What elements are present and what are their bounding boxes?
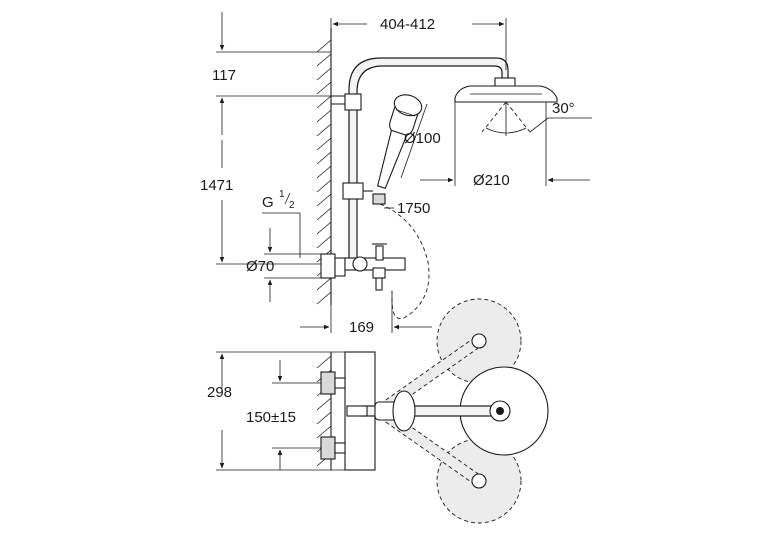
front-view: 404-412 117 1471 G 1 2 <box>200 12 592 336</box>
dim-connection-spacing: 150±15 <box>246 360 321 470</box>
label-outlet-diameter: Ø70 <box>246 258 274 275</box>
label-connection-spacing: 150±15 <box>246 409 296 426</box>
dim-top-gap: 117 <box>212 12 331 135</box>
label-hand-shower-diameter: Ø100 <box>404 130 441 147</box>
label-spout-projection: 169 <box>349 319 374 336</box>
dim-hose-length: 1750 <box>384 200 430 217</box>
label-mixer-height: 298 <box>207 384 232 401</box>
hand-shower <box>372 94 423 205</box>
label-pipe-height: 1471 <box>200 177 233 194</box>
label-head-offset: 404-412 <box>380 16 435 33</box>
dim-head-offset: 404-412 <box>330 16 507 70</box>
dim-spray-angle: 30° <box>529 100 592 133</box>
label-thread-den: 2 <box>289 200 295 211</box>
wall-bracket-upper <box>344 93 362 111</box>
dim-thread: G 1 2 <box>262 189 301 258</box>
label-hose-length: 1750 <box>397 200 430 217</box>
dim-mixer-height: 298 <box>207 351 345 471</box>
dim-pipe-height: 1471 <box>200 140 321 265</box>
dim-outlet-diameter: Ø70 <box>246 228 321 302</box>
plan-view: 298 150±15 <box>207 298 549 524</box>
shower-hose <box>379 203 430 320</box>
overhead-shower-head <box>454 77 558 136</box>
label-top-gap: 117 <box>212 67 236 84</box>
dim-hand-shower-diameter: Ø100 <box>400 103 441 179</box>
thermostat-mixer-front <box>320 243 406 291</box>
label-head-diameter: Ø210 <box>473 172 510 189</box>
label-spray-angle: 30° <box>552 100 575 117</box>
dim-spout-projection: 169 <box>300 292 432 336</box>
dim-head-diameter: Ø210 <box>420 102 590 189</box>
label-thread: G <box>262 194 274 211</box>
shower-head-plan <box>346 366 549 456</box>
slide-carrier <box>342 182 373 200</box>
label-thread-num: 1 <box>279 189 285 200</box>
